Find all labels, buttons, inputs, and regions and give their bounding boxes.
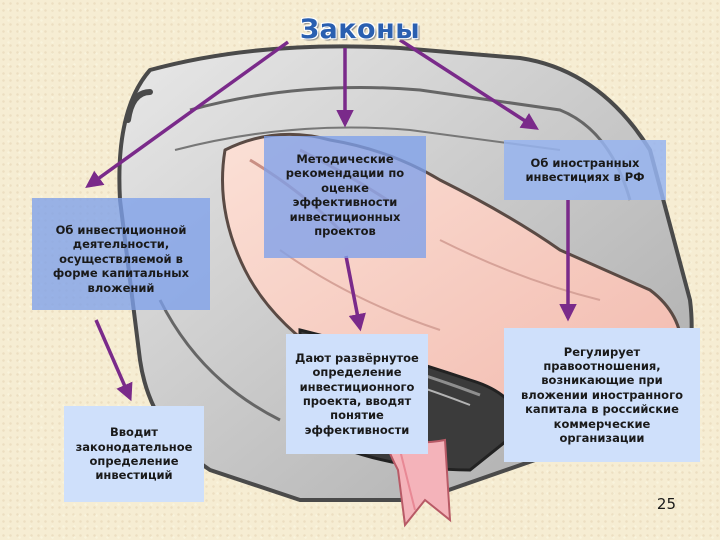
node-investment-activity: Об инвестиционной деятельности, осуществ…	[32, 198, 210, 310]
page-number: 25	[657, 495, 676, 513]
node-project-definition: Дают развёрнутое определение инвестицион…	[286, 334, 428, 454]
node-legislative-definition: Вводит законодательное определение инвес…	[64, 406, 204, 502]
node-methodology-label: Методические рекомендации по оценке эффе…	[270, 152, 420, 238]
node-methodology: Методические рекомендации по оценке эффе…	[264, 136, 426, 258]
node-investment-activity-label: Об инвестиционной деятельности, осуществ…	[38, 223, 204, 295]
node-legislative-definition-label: Вводит законодательное определение инвес…	[70, 425, 198, 483]
node-regulation: Регулирует правоотношения, возникающие п…	[504, 328, 700, 462]
node-foreign-investment-label: Об иностранных инвестициях в РФ	[510, 156, 660, 185]
node-project-definition-label: Дают развёрнутое определение инвестицион…	[292, 351, 422, 437]
node-regulation-label: Регулирует правоотношения, возникающие п…	[510, 345, 694, 446]
arrow-to-legislative-definition	[96, 320, 130, 398]
page-title: Законы	[0, 14, 720, 45]
node-foreign-investment: Об иностранных инвестициях в РФ	[504, 140, 666, 200]
